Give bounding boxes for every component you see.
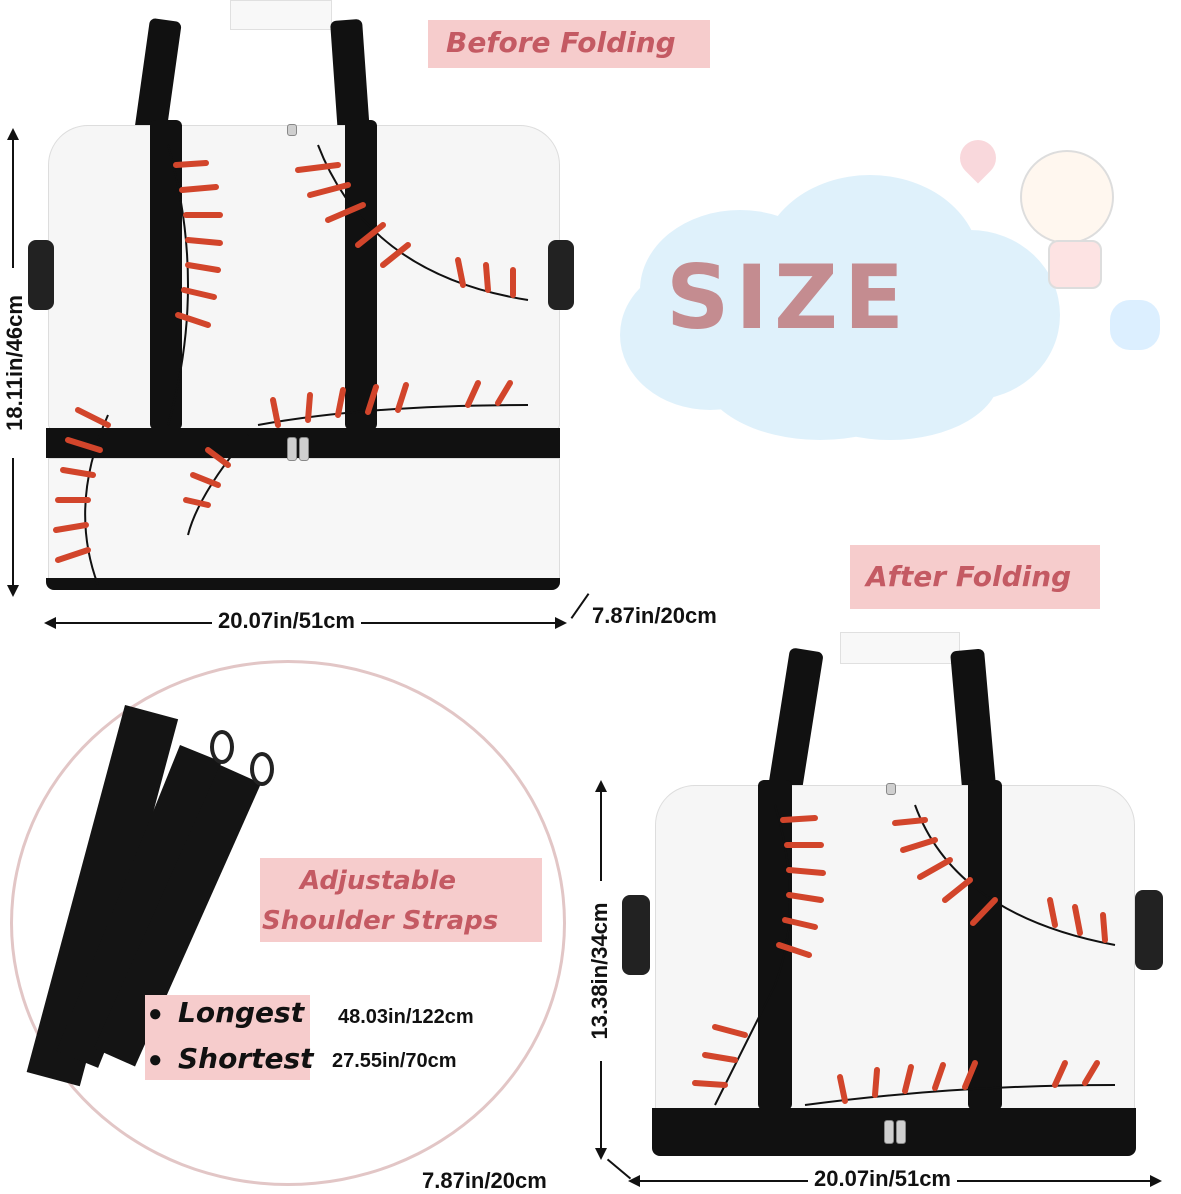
zipper-pull bbox=[896, 1120, 906, 1144]
handle-tag bbox=[230, 0, 332, 30]
angel-body bbox=[1048, 240, 1102, 289]
before-depth-label: 7.87in/20cm bbox=[592, 603, 717, 628]
heart-balloon-icon bbox=[952, 132, 1004, 184]
right-handle-front bbox=[345, 120, 377, 430]
bullet-icon: ● bbox=[148, 1000, 163, 1027]
bullet-icon: ● bbox=[148, 1046, 163, 1073]
shoe-compartment-collapsed bbox=[652, 1108, 1136, 1156]
size-title: SIZE bbox=[666, 246, 911, 349]
before-width-label: 20.07in/51cm bbox=[212, 608, 361, 634]
strap-clip-right bbox=[1135, 890, 1163, 970]
after-width-label: 20.07in/51cm bbox=[808, 1166, 957, 1192]
baseball-stitch-pattern bbox=[692, 804, 1116, 1106]
shortest-value: 27.55in/70cm bbox=[332, 1050, 457, 1072]
right-handle-front bbox=[968, 780, 1002, 1110]
after-folding-label: After Folding bbox=[866, 560, 1072, 593]
left-handle-front bbox=[150, 120, 182, 430]
before-height-label: 18.11in/46cm bbox=[2, 268, 28, 458]
strap-length-bg bbox=[145, 995, 310, 1080]
before-folding-label: Before Folding bbox=[446, 26, 676, 59]
top-zipper-pull bbox=[287, 124, 297, 136]
after-depth-label: 7.87in/20cm bbox=[422, 1168, 547, 1193]
strap-clip-left bbox=[28, 240, 54, 310]
after-folding-label-bg bbox=[850, 545, 1100, 609]
flower-cloud-icon bbox=[1110, 300, 1160, 350]
adjustable-label-line2: Shoulder Straps bbox=[262, 906, 499, 936]
clip-hook-icon bbox=[210, 730, 234, 764]
longest-value: 48.03in/122cm bbox=[338, 1006, 474, 1028]
strap-clip-right bbox=[548, 240, 574, 310]
adjustable-label-line1: Adjustable bbox=[300, 866, 456, 896]
adjustable-label-bg bbox=[260, 858, 542, 942]
bag-main-compartment bbox=[48, 125, 560, 432]
top-zipper-pull bbox=[886, 783, 896, 795]
angel-head bbox=[1020, 150, 1114, 244]
shortest-label: Shortest bbox=[178, 1042, 314, 1075]
zipper-pull bbox=[299, 437, 309, 461]
strap-clip-left bbox=[622, 895, 650, 975]
bag-base-trim bbox=[46, 578, 560, 590]
baseball-stitch-pattern bbox=[53, 144, 529, 585]
before-folding-label-bg bbox=[428, 20, 710, 68]
zipper-pull bbox=[287, 437, 297, 461]
after-height-label: 13.38in/34cm bbox=[587, 881, 613, 1061]
handle-tag bbox=[840, 632, 960, 664]
longest-label: Longest bbox=[178, 996, 305, 1029]
zipper-pull bbox=[884, 1120, 894, 1144]
clip-hook-icon bbox=[250, 752, 274, 786]
